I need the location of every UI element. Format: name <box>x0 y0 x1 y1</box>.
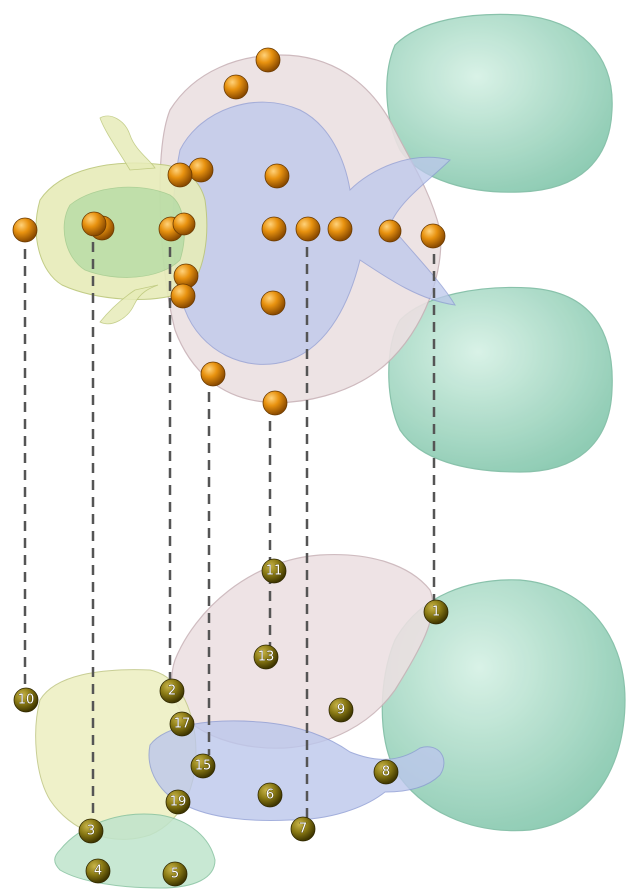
svg-text:19: 19 <box>170 795 187 810</box>
svg-text:11: 11 <box>266 564 283 579</box>
landmark-15: 15 <box>191 754 215 778</box>
top-landmark <box>13 218 37 242</box>
landmark-2: 2 <box>160 679 184 703</box>
top-landmark <box>168 163 192 187</box>
svg-text:13: 13 <box>258 650 275 665</box>
landmark-17: 17 <box>170 712 194 736</box>
svg-text:15: 15 <box>195 759 212 774</box>
landmark-7: 7 <box>291 817 315 841</box>
svg-text:17: 17 <box>174 717 191 732</box>
svg-text:6: 6 <box>266 788 274 803</box>
top-landmark <box>256 48 280 72</box>
top-landmark <box>189 158 213 182</box>
landmark-6: 6 <box>258 783 282 807</box>
top-landmark <box>379 220 401 242</box>
svg-text:9: 9 <box>337 703 345 718</box>
top-landmark <box>262 217 286 241</box>
landmark-3: 3 <box>79 819 103 843</box>
top-landmark <box>224 75 248 99</box>
side-view <box>36 555 625 888</box>
top-landmark <box>328 217 352 241</box>
landmark-8: 8 <box>374 760 398 784</box>
svg-text:5: 5 <box>171 867 179 882</box>
landmark-1: 1 <box>424 600 448 624</box>
top-landmark <box>261 291 285 315</box>
landmark-10: 10 <box>14 688 38 712</box>
top-view <box>36 14 612 472</box>
top-landmark <box>265 164 289 188</box>
svg-text:8: 8 <box>382 765 390 780</box>
top-landmark <box>263 391 287 415</box>
top-landmark <box>296 217 320 241</box>
top-landmark <box>82 212 106 236</box>
olfactory-stalk-upper <box>100 116 155 170</box>
svg-text:2: 2 <box>168 684 176 699</box>
top-landmark <box>421 224 445 248</box>
landmark-19: 19 <box>166 790 190 814</box>
svg-text:10: 10 <box>18 693 35 708</box>
landmark-9: 9 <box>329 698 353 722</box>
landmark-11: 11 <box>262 559 286 583</box>
landmark-5: 5 <box>163 862 187 886</box>
landmark-13: 13 <box>254 645 278 669</box>
top-landmark <box>173 213 195 235</box>
top-landmark <box>171 284 195 308</box>
top-landmark <box>201 362 225 386</box>
svg-text:3: 3 <box>87 824 95 839</box>
svg-text:1: 1 <box>432 605 440 620</box>
landmark-4: 4 <box>86 859 110 883</box>
svg-text:7: 7 <box>299 822 307 837</box>
svg-text:4: 4 <box>94 864 102 879</box>
